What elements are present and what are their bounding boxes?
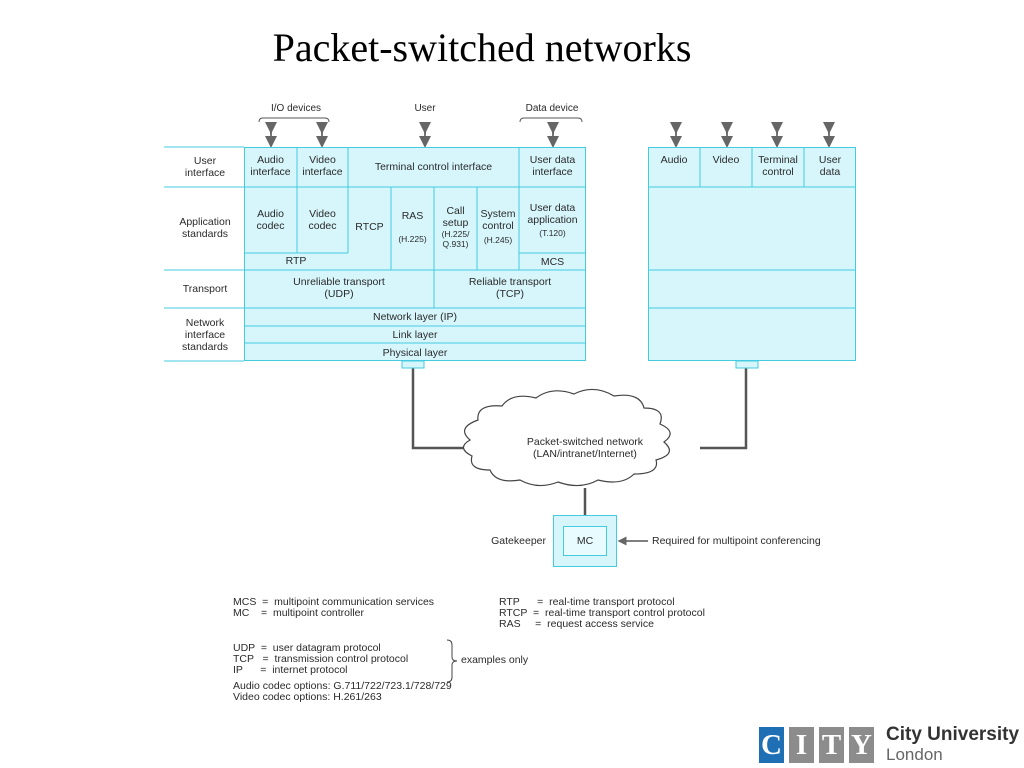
logo-name-line2: London (886, 745, 943, 764)
packet-network-cloud (462, 388, 671, 487)
terminal-control-interface-cell: Terminal control interface (374, 161, 493, 173)
examples-brace (446, 639, 458, 683)
remote-io-arrows (670, 122, 835, 148)
unreliable-transport-cell: Unreliable transport (UDP) (293, 276, 385, 300)
physical-layer-cell: Physical layer (382, 347, 448, 359)
row-label-transport: Transport (182, 283, 228, 295)
terminal-io-arrows (265, 122, 559, 148)
remote-video-cell: Video (712, 154, 740, 166)
legend-video-codecs: Video codec options: H.261/263 (233, 691, 382, 703)
logo-name-line1: City University (886, 724, 1020, 745)
ras-standard: (H.225) (398, 234, 427, 244)
remote-user-data-cell: User data (818, 154, 842, 178)
legend-ip: IP = internet protocol (233, 664, 348, 676)
video-codec-cell: Video codec (308, 208, 337, 232)
legend-ras: RAS = request access service (499, 618, 654, 630)
legend-rtcp: RTCP = real-time transport control proto… (499, 607, 705, 619)
remote-terminal-control-cell: Terminal control (758, 154, 798, 178)
video-interface-cell: Video interface (302, 154, 343, 178)
rtp-cell: RTP (285, 255, 307, 267)
data-device-label: Data device (525, 103, 579, 114)
mcs-cell: MCS (540, 256, 565, 268)
row-label-user-interface: User interface (184, 155, 226, 179)
legend-examples-only: examples only (461, 654, 529, 666)
legend-audio-codecs: Audio codec options: G.711/722/723.1/728… (233, 680, 452, 692)
system-control-standard: (H.245) (483, 235, 513, 245)
audio-interface-cell: Audio interface (250, 154, 291, 178)
terminal-stack (244, 147, 586, 361)
row-label-network-interface: Network interface standards (181, 317, 229, 353)
link-layer-cell: Link layer (392, 329, 438, 341)
mc-box (563, 526, 607, 556)
legend-mc: MC = multipoint controller (233, 607, 365, 619)
gatekeeper-label: Gatekeeper (491, 535, 546, 547)
logo-letter-t: T (819, 727, 844, 763)
system-control-cell: System control (480, 208, 516, 232)
user-data-application-standard: (T.120) (539, 228, 566, 238)
io-devices-label: I/O devices (270, 103, 322, 114)
call-setup-standard: (H.225/ Q.931) (441, 229, 470, 249)
slide-title: Packet-switched networks (272, 25, 692, 70)
logo-letter-y: Y (849, 727, 874, 763)
data-device-bracket (519, 117, 583, 123)
cloud-label: Packet-switched network (LAN/intranet/In… (526, 436, 644, 460)
mc-label: MC (576, 535, 594, 547)
io-devices-bracket (258, 117, 330, 123)
user-data-application-cell: User data application (527, 202, 578, 226)
audio-codec-cell: Audio codec (256, 208, 285, 232)
logo-letter-c: C (759, 727, 784, 763)
rtcp-cell: RTCP (355, 221, 384, 233)
legend-udp: UDP = user datagram protocol (233, 642, 381, 654)
remote-audio-cell: Audio (660, 154, 688, 166)
network-layer-cell: Network layer (IP) (372, 311, 457, 323)
user-data-interface-cell: User data interface (529, 154, 576, 178)
legend-tcp: TCP = transmission control protocol (233, 653, 409, 665)
logo-letter-i: I (789, 727, 814, 763)
row-label-application-standards: Application standards (179, 216, 231, 240)
mc-note: Required for multipoint conferencing (652, 535, 821, 547)
network-connectors (411, 368, 748, 515)
user-label: User (414, 103, 436, 114)
reliable-transport-cell: Reliable transport (TCP) (468, 276, 552, 300)
legend-rtp: RTP = real-time transport protocol (499, 596, 675, 608)
call-setup-cell: Call setup (442, 205, 469, 229)
legend-mcs: MCS = multipoint communication services (233, 596, 435, 608)
ras-cell: RAS (401, 210, 424, 222)
